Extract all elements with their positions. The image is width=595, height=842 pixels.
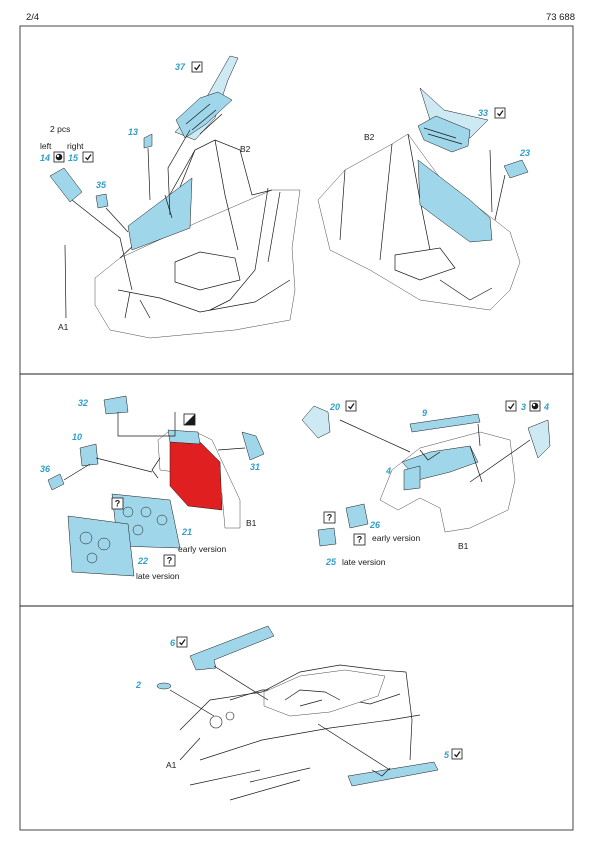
part-4-number-top: 4 (543, 402, 549, 412)
part-31-number: 31 (250, 462, 260, 472)
part-2 (156, 682, 172, 690)
panel-1: 37 13 2 pcs left right 14 15 35 A1 B2 (40, 55, 530, 339)
part-4-glass (527, 419, 551, 459)
ref-b2-left: B2 (240, 144, 251, 154)
part-33-number: 33 (478, 108, 488, 118)
part-4-block (403, 465, 421, 491)
part-5-number: 5 (444, 750, 450, 760)
cockpit-opening (263, 669, 386, 717)
part-13 (143, 133, 153, 149)
question-icon (111, 497, 124, 510)
fold-icon (191, 61, 203, 73)
part-14-15 (49, 167, 83, 203)
part-23-number: 23 (519, 148, 530, 158)
paint-icon (53, 151, 65, 163)
part-20-number: 20 (329, 402, 340, 412)
fold-icon (176, 636, 188, 648)
fold-icon (345, 400, 357, 412)
fold-icon (451, 748, 463, 760)
part-32 (103, 395, 129, 415)
fold-icon (82, 151, 94, 163)
panel-3: 6 2 A1 5 (135, 625, 463, 801)
ref-b1-left: B1 (246, 518, 257, 528)
ref-a1-bottom: A1 (166, 760, 177, 770)
part-2-number: 2 (135, 680, 141, 690)
part-31 (241, 431, 265, 461)
cockpit-tub-right (317, 133, 521, 311)
part-37-panel (175, 91, 233, 139)
fold-icon (494, 107, 506, 119)
part-37-number: 37 (175, 62, 186, 72)
part-6-frame (189, 625, 275, 671)
part-22-number: 22 (137, 556, 148, 566)
part-9-number: 9 (422, 408, 427, 418)
part-9-rail (409, 413, 481, 433)
early-version-right: early version (372, 533, 420, 543)
bulkhead-top (167, 429, 201, 445)
ref-a1: A1 (58, 322, 69, 332)
part-36 (47, 473, 65, 491)
part-35 (95, 193, 109, 209)
part-10-number: 10 (72, 432, 82, 442)
part-13-number: 13 (128, 127, 138, 137)
cockpit-tub-left (94, 139, 301, 339)
sheet-code: 73 688 (545, 12, 575, 23)
part-22-instrument-panel (67, 515, 135, 577)
part-14-number: 14 (40, 153, 50, 163)
rear-fuselage (379, 431, 516, 533)
part-25-number: 25 (325, 557, 337, 567)
page-number: 2/4 (26, 12, 40, 23)
part-6-number: 6 (170, 638, 176, 648)
part-25 (317, 527, 337, 547)
part-35-number: 35 (96, 180, 107, 190)
ref-b2-right: B2 (364, 132, 375, 142)
late-version-left: late version (136, 571, 180, 581)
part-23 (503, 159, 529, 179)
ref-b1-right: B1 (458, 541, 469, 551)
left-label: left (40, 141, 52, 151)
question-icon (323, 511, 336, 524)
half-icon (183, 413, 196, 426)
part-15-number: 15 (68, 153, 79, 163)
part-36-number: 36 (40, 464, 51, 474)
part-26-number: 26 (369, 520, 381, 530)
panel-2: 32 10 36 31 21 early version (40, 395, 551, 581)
part-10 (79, 443, 99, 467)
red-seat-back (169, 439, 223, 511)
pieces-note: 2 pcs (50, 124, 70, 134)
paint-icon (529, 400, 541, 412)
part-32-number: 32 (78, 398, 88, 408)
part-5-frame (347, 761, 439, 787)
right-label: right (67, 141, 84, 151)
part-20-canopy-frame (301, 405, 331, 439)
question-icon (353, 533, 366, 546)
early-version-left: early version (178, 544, 226, 554)
part-21-number: 21 (181, 527, 192, 537)
panel-frames (19, 25, 574, 831)
part-3-number: 3 (521, 402, 526, 412)
fold-icon (505, 400, 517, 412)
part-4-number-side: 4 (385, 466, 391, 476)
right-panel-highlight (417, 159, 493, 243)
question-icon (163, 554, 176, 567)
part-26 (345, 503, 369, 529)
late-version-right: late version (342, 557, 386, 567)
